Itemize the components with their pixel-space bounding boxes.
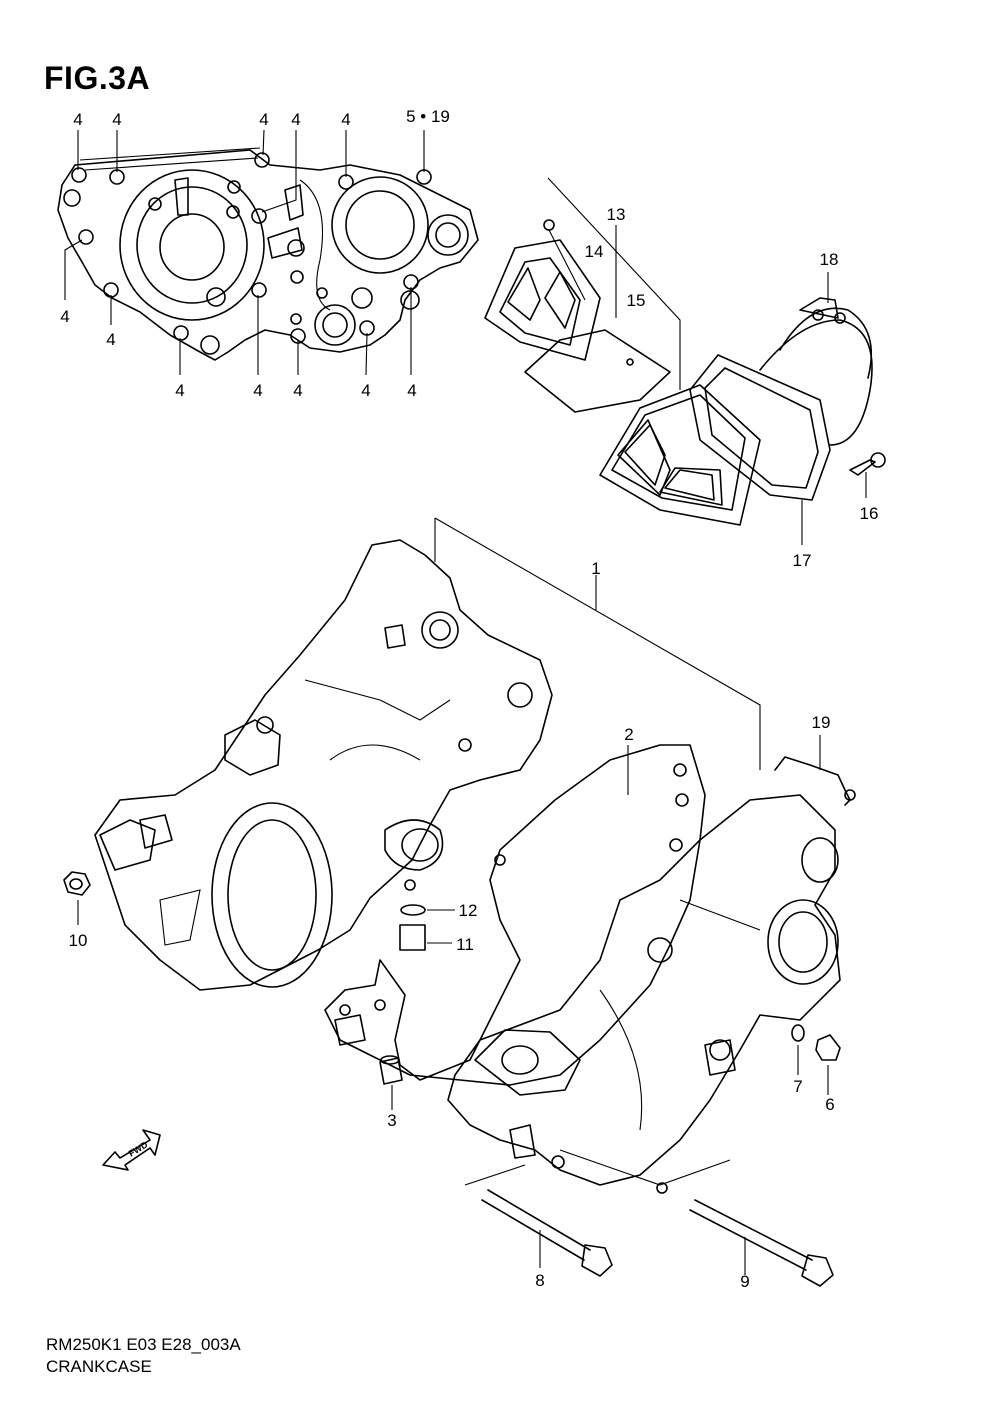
upper-crankcase-drawing bbox=[57, 129, 479, 376]
intake-pipe-drawing bbox=[689, 272, 886, 545]
callout-label: 11 bbox=[456, 935, 474, 954]
callout-label: 4 bbox=[407, 381, 416, 400]
callout-label: 8 bbox=[535, 1271, 544, 1290]
callout-label: 9 bbox=[740, 1272, 749, 1291]
callout-label: 1 bbox=[591, 559, 600, 578]
diagram-code: RM250K1 E03 E28_003A bbox=[46, 1335, 241, 1354]
diagram-caption: RM250K1 E03 E28_003A CRANKCASE bbox=[46, 1334, 241, 1378]
reed-valve-drawing bbox=[484, 177, 761, 526]
callout-label: 12 bbox=[459, 901, 478, 920]
callout-label: 13 bbox=[607, 205, 626, 224]
diagram-name: CRANKCASE bbox=[46, 1357, 152, 1376]
right-crankcase-drawing bbox=[447, 794, 841, 1194]
callout-label: 10 bbox=[69, 931, 88, 950]
callout-label: 4 bbox=[60, 307, 69, 326]
callout-label: 7 bbox=[793, 1077, 802, 1096]
callout-label: 17 bbox=[793, 551, 812, 570]
callout-label: 14 bbox=[585, 242, 604, 261]
callout-label: 2 bbox=[624, 725, 633, 744]
callout-labels: 4 4 4 4 4 5 • 19 4 4 4 4 4 4 4 13 14 15 … bbox=[60, 107, 878, 1291]
callout-label: 4 bbox=[253, 381, 262, 400]
callout-label: 19 bbox=[812, 713, 831, 732]
crankcase-gasket-drawing bbox=[324, 744, 706, 1086]
callout-label: 4 bbox=[293, 381, 302, 400]
callout-label: 4 bbox=[259, 110, 268, 129]
callout-label: 4 bbox=[175, 381, 184, 400]
callout-label: 6 bbox=[825, 1095, 834, 1114]
callout-label: 16 bbox=[860, 504, 879, 523]
left-crankcase-drawing bbox=[94, 539, 553, 991]
callout-label: 5 • 19 bbox=[406, 107, 450, 126]
figure-title: FIG.3A bbox=[44, 60, 151, 96]
callout-label: 3 bbox=[387, 1111, 396, 1130]
callout-label: 4 bbox=[106, 330, 115, 349]
callout-label: 4 bbox=[73, 110, 82, 129]
callout-label: 18 bbox=[820, 250, 839, 269]
callout-label: 15 bbox=[627, 291, 646, 310]
fwd-arrow: FWD bbox=[102, 1129, 161, 1171]
small-parts-drawing bbox=[63, 517, 856, 1287]
callout-label: 4 bbox=[361, 381, 370, 400]
callout-label: 4 bbox=[291, 110, 300, 129]
callout-label: 4 bbox=[112, 110, 121, 129]
callout-label: 4 bbox=[341, 110, 350, 129]
